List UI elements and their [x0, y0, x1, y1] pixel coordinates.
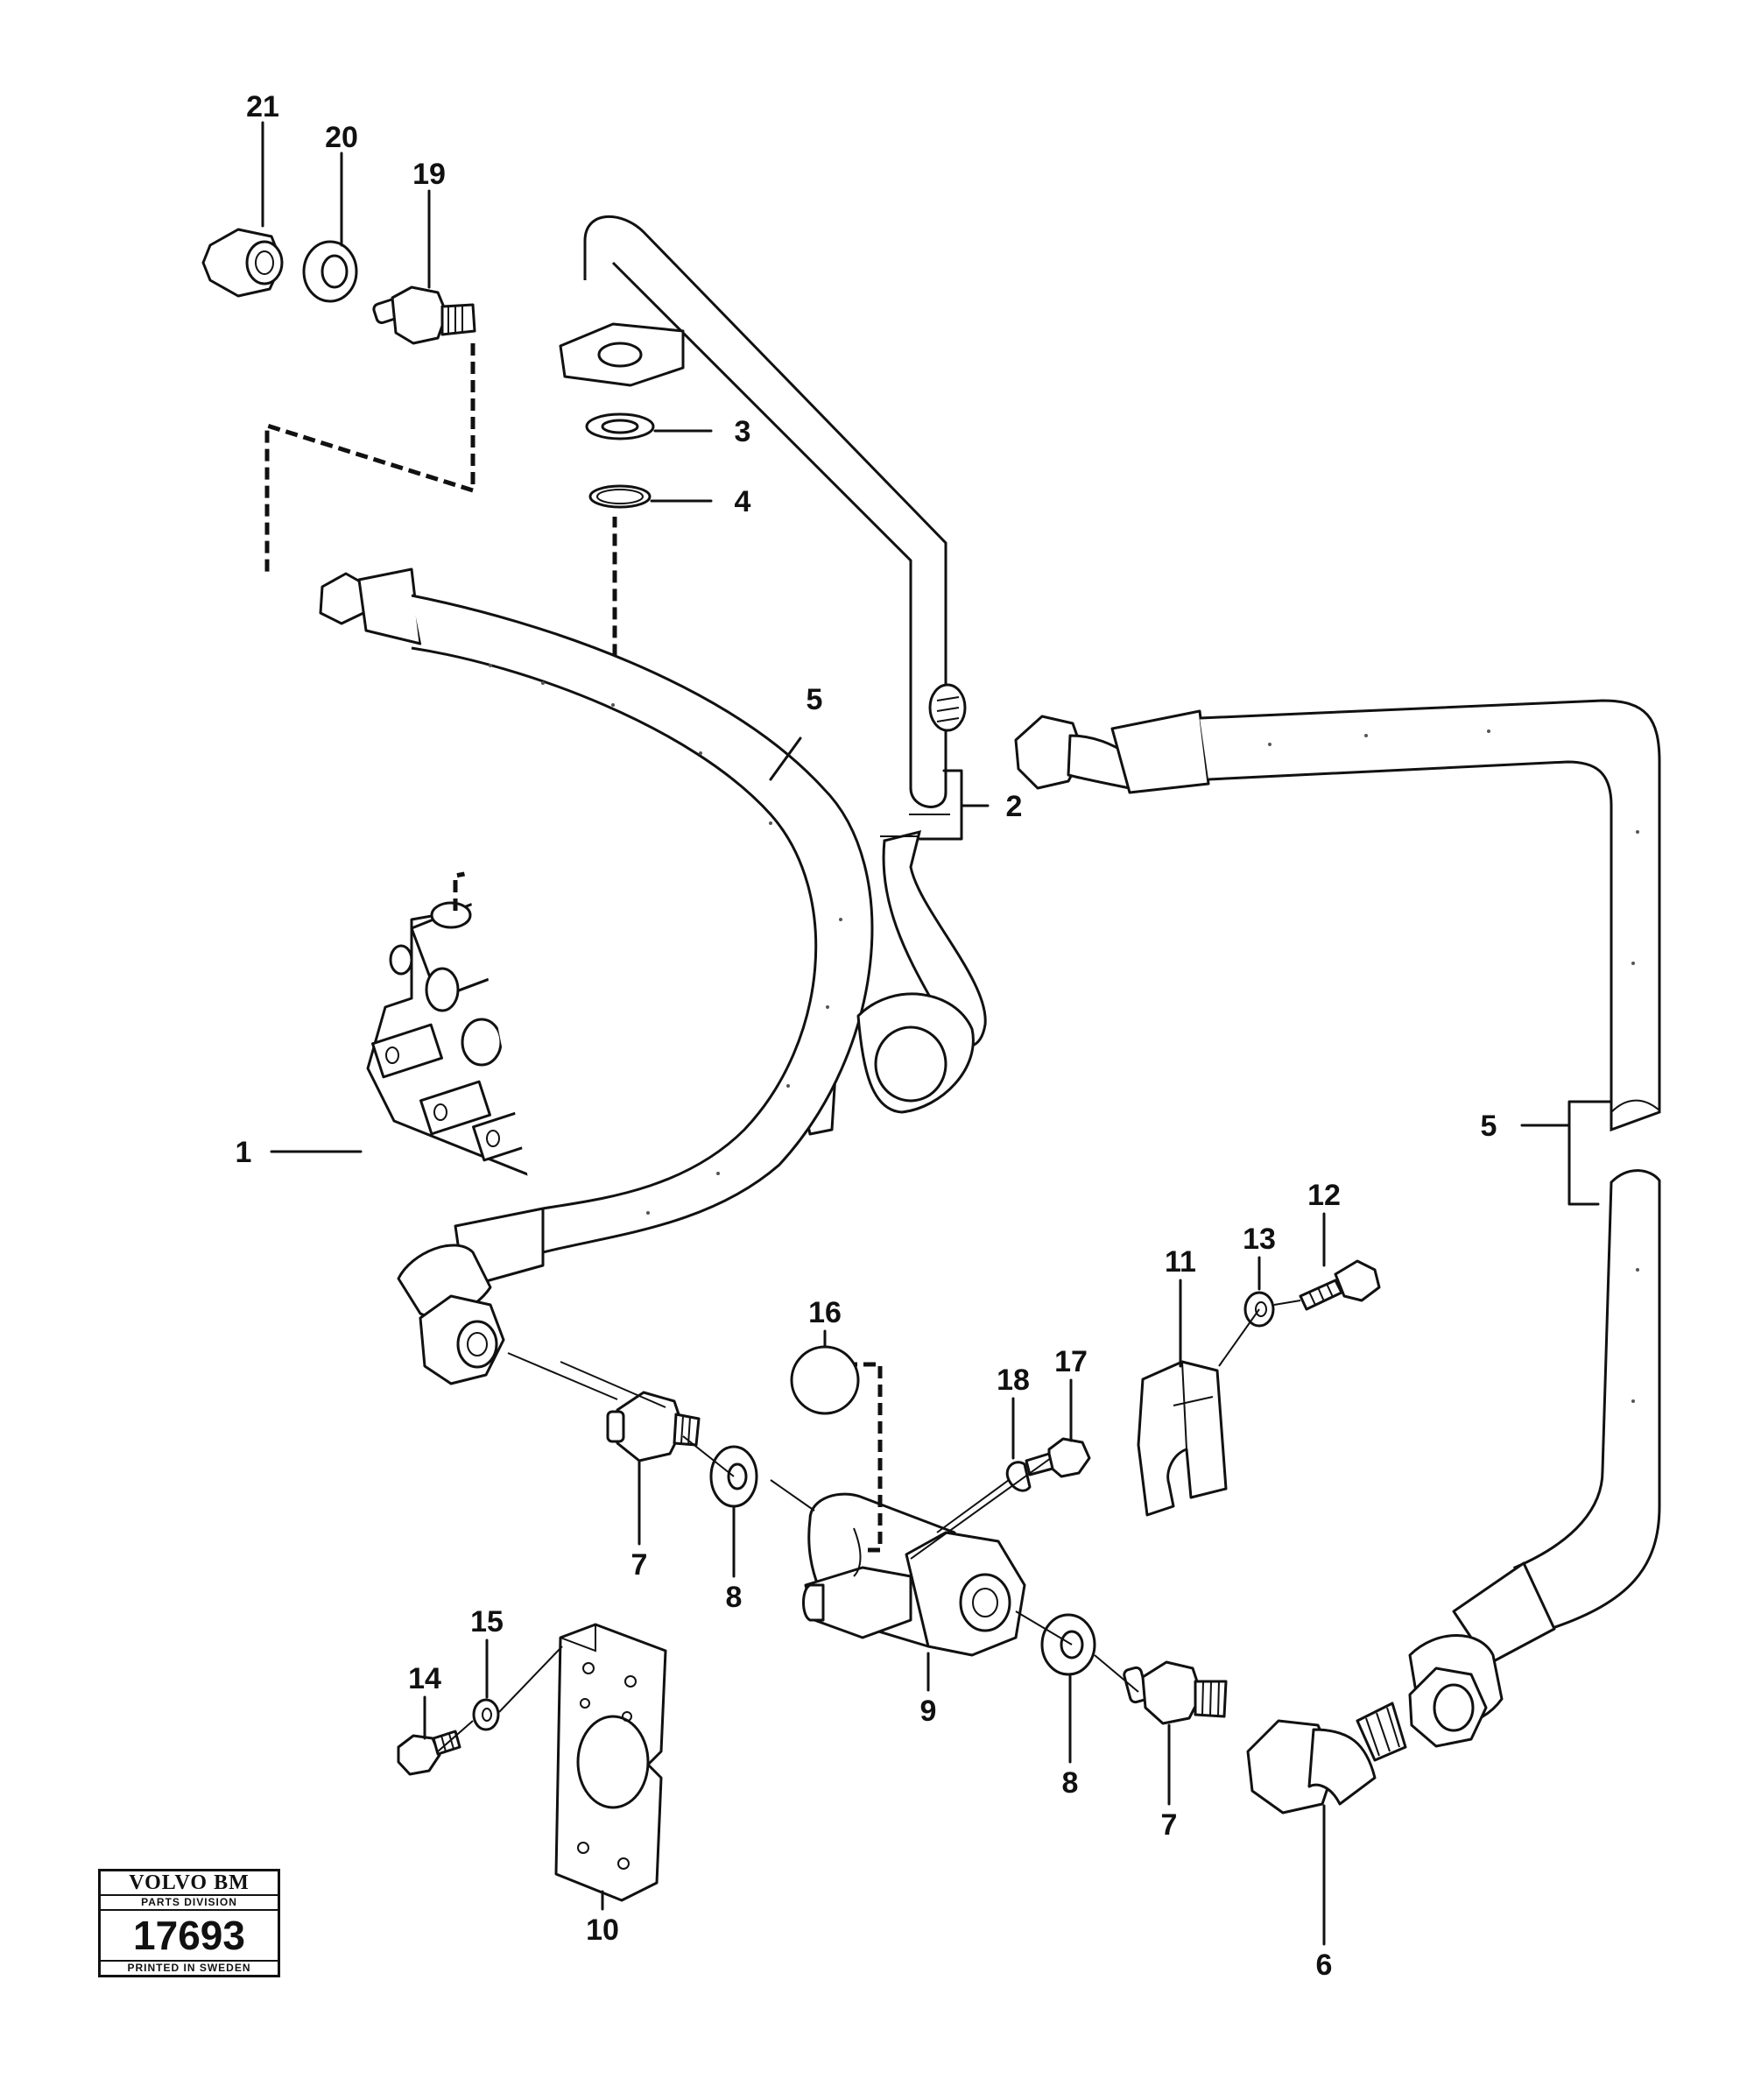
- label-12: 12: [1307, 1179, 1341, 1212]
- part-labels: 21 20 19 3 4 5 2 1 5 12 13 11 16 17 18 7…: [236, 90, 1497, 1982]
- label-4: 4: [735, 485, 751, 518]
- drawing-number: 17693: [101, 1911, 278, 1962]
- elbow-6: [1246, 1702, 1407, 1815]
- label-5-right: 5: [1481, 1110, 1497, 1143]
- logo-brand: VOLVO BM: [101, 1871, 278, 1896]
- label-21: 21: [246, 90, 279, 123]
- label-11: 11: [1165, 1245, 1196, 1279]
- label-17: 17: [1054, 1345, 1088, 1378]
- connector-16-dashed: [845, 1362, 883, 1553]
- label-13: 13: [1243, 1223, 1276, 1256]
- label-2: 2: [1006, 790, 1023, 823]
- plate-10: [554, 1623, 667, 1902]
- washer-3: [585, 412, 655, 440]
- label-19: 19: [412, 158, 446, 191]
- label-8-right: 8: [1062, 1766, 1079, 1800]
- label-7-left: 7: [631, 1548, 648, 1582]
- logo-division: PARTS DIVISION: [101, 1896, 278, 1911]
- ball-16: [790, 1345, 860, 1415]
- connector-19-dashed: [264, 343, 475, 574]
- screw-17: [1025, 1437, 1091, 1478]
- hose-5-left: [319, 567, 874, 1385]
- o-ring-4: [588, 484, 652, 509]
- label-9: 9: [920, 1695, 937, 1728]
- label-3: 3: [735, 415, 751, 448]
- screw-14: [397, 1730, 461, 1776]
- label-7-right: 7: [1161, 1808, 1178, 1842]
- label-6: 6: [1316, 1948, 1333, 1982]
- label-15: 15: [470, 1605, 504, 1638]
- logo-printed: PRINTED IN SWEDEN: [127, 1962, 251, 1974]
- label-10: 10: [586, 1913, 619, 1947]
- label-8-left: 8: [726, 1581, 743, 1614]
- label-20: 20: [325, 121, 358, 154]
- screw-12: [1299, 1259, 1381, 1311]
- label-1: 1: [236, 1136, 252, 1169]
- volvo-bm-parts-logo: VOLVO BM PARTS DIVISION 17693 PRINTED IN…: [98, 1869, 280, 1977]
- nipple-19: [372, 285, 476, 345]
- pipe-2: [559, 215, 987, 1114]
- washer-8-right: [1040, 1613, 1096, 1676]
- hose-5-right: [928, 683, 1661, 1748]
- label-16: 16: [808, 1296, 842, 1329]
- nut-21: [201, 228, 284, 298]
- label-5-upper: 5: [807, 683, 823, 716]
- label-18: 18: [997, 1364, 1030, 1397]
- label-14: 14: [408, 1662, 441, 1695]
- valve-body-9: [802, 1492, 1026, 1657]
- leader-lines: [261, 121, 1613, 1946]
- washer-15: [472, 1698, 500, 1731]
- washer-20: [302, 240, 358, 303]
- nipple-7-left: [606, 1391, 701, 1462]
- clamp-11: [1137, 1360, 1228, 1517]
- nipple-7-right: [1123, 1660, 1228, 1725]
